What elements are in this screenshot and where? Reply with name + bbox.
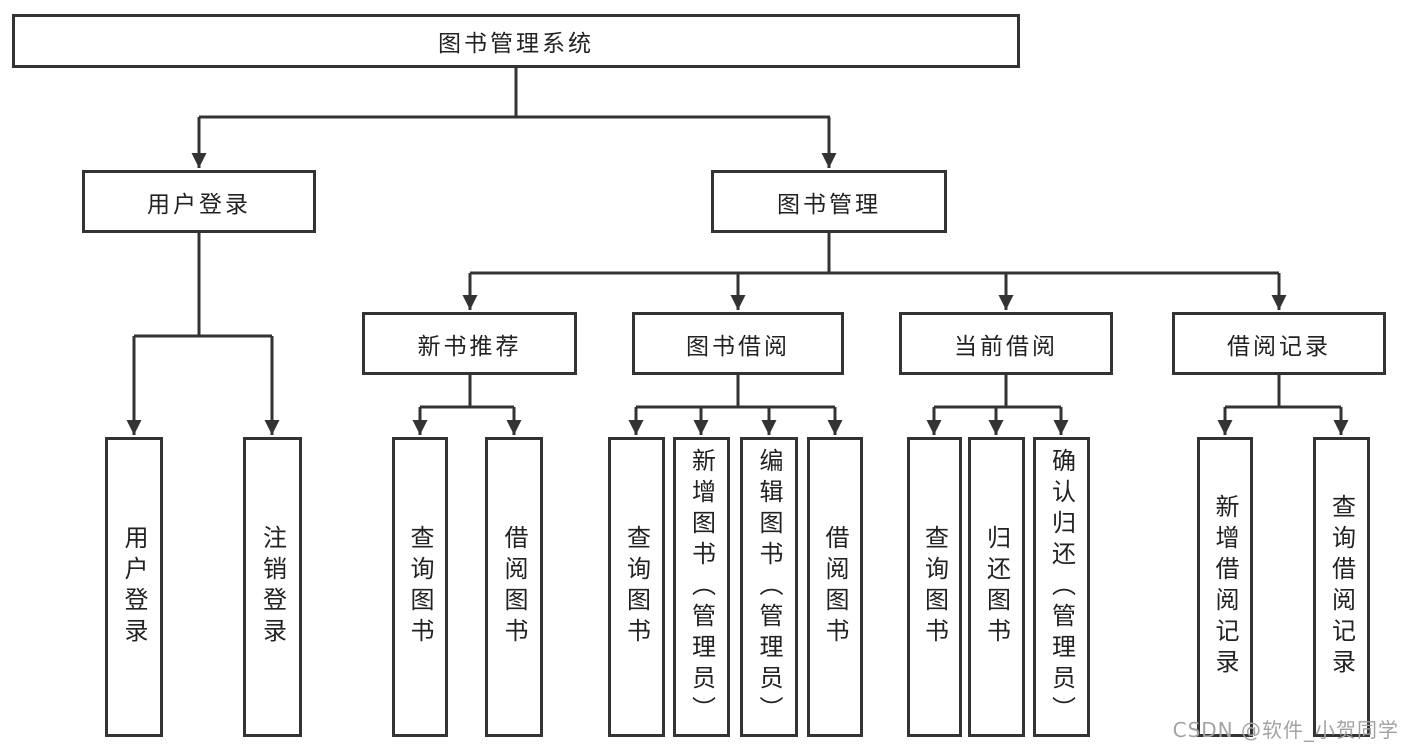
connector-user-login-branch xyxy=(126,233,280,435)
leaf-confirm-return-admin: 确认归还（管理员） xyxy=(1033,437,1090,737)
leaf-query-borrow-record: 查询借阅记录 xyxy=(1313,437,1370,737)
node-new-book-recommend: 新书推荐 xyxy=(362,312,577,375)
node-label: 图书借阅 xyxy=(686,333,790,360)
leaf-query-books-recommend: 查询图书 xyxy=(392,437,448,737)
leaf-logout: 注销登录 xyxy=(243,437,302,737)
node-label: 编辑图书（管理员） xyxy=(755,447,783,727)
connector-borrow-record-branch xyxy=(1217,375,1349,435)
node-label: 查询借阅记录 xyxy=(1327,494,1356,680)
node-label: 注销登录 xyxy=(258,525,287,649)
leaf-edit-book-admin: 编辑图书（管理员） xyxy=(740,437,798,737)
node-label: 新书推荐 xyxy=(417,333,522,360)
node-borrow-records: 借阅记录 xyxy=(1172,312,1386,375)
connector-new-book-branch xyxy=(412,375,522,435)
node-label: 图书管理系统 xyxy=(438,31,594,57)
leaf-user-login: 用户登录 xyxy=(105,437,163,737)
node-label: 查询图书 xyxy=(920,525,949,649)
leaf-query-books-borrow: 查询图书 xyxy=(608,437,665,737)
node-label: 新增图书（管理员） xyxy=(687,447,716,727)
node-label: 用户登录 xyxy=(120,525,148,649)
node-label: 确认归还（管理员） xyxy=(1047,447,1076,727)
leaf-borrow-books-borrow: 借阅图书 xyxy=(807,437,863,737)
connector-root-to-level2 xyxy=(191,68,837,168)
leaf-add-book-admin: 新增图书（管理员） xyxy=(673,437,730,737)
leaf-add-borrow-record: 新增借阅记录 xyxy=(1197,437,1253,737)
node-label: 查询图书 xyxy=(406,525,434,649)
node-label: 查询图书 xyxy=(622,525,651,649)
connector-book-management-branch xyxy=(462,233,1287,310)
node-book-borrow: 图书借阅 xyxy=(632,312,844,375)
connector-current-borrow-branch xyxy=(926,375,1069,435)
leaf-borrow-books-recommend: 借阅图书 xyxy=(485,437,543,737)
node-book-management: 图书管理 xyxy=(711,170,947,233)
node-label: 借阅图书 xyxy=(821,525,849,649)
node-label: 当前借阅 xyxy=(954,333,1058,360)
connector-book-borrow-branch xyxy=(628,375,843,435)
node-current-borrow: 当前借阅 xyxy=(899,312,1113,375)
node-label: 用户登录 xyxy=(147,191,251,218)
node-label: 图书管理 xyxy=(777,191,881,218)
node-library-management-system: 图书管理系统 xyxy=(12,14,1020,68)
node-label: 归还图书 xyxy=(982,525,1011,649)
node-label: 借阅记录 xyxy=(1227,333,1331,360)
csdn-watermark: CSDN @软件_小贺同学 xyxy=(1172,718,1399,742)
leaf-query-books-current: 查询图书 xyxy=(907,437,962,737)
leaf-return-book: 归还图书 xyxy=(968,437,1025,737)
node-label: 新增借阅记录 xyxy=(1211,494,1239,680)
node-label: 借阅图书 xyxy=(500,525,528,649)
node-user-login: 用户登录 xyxy=(82,170,316,233)
